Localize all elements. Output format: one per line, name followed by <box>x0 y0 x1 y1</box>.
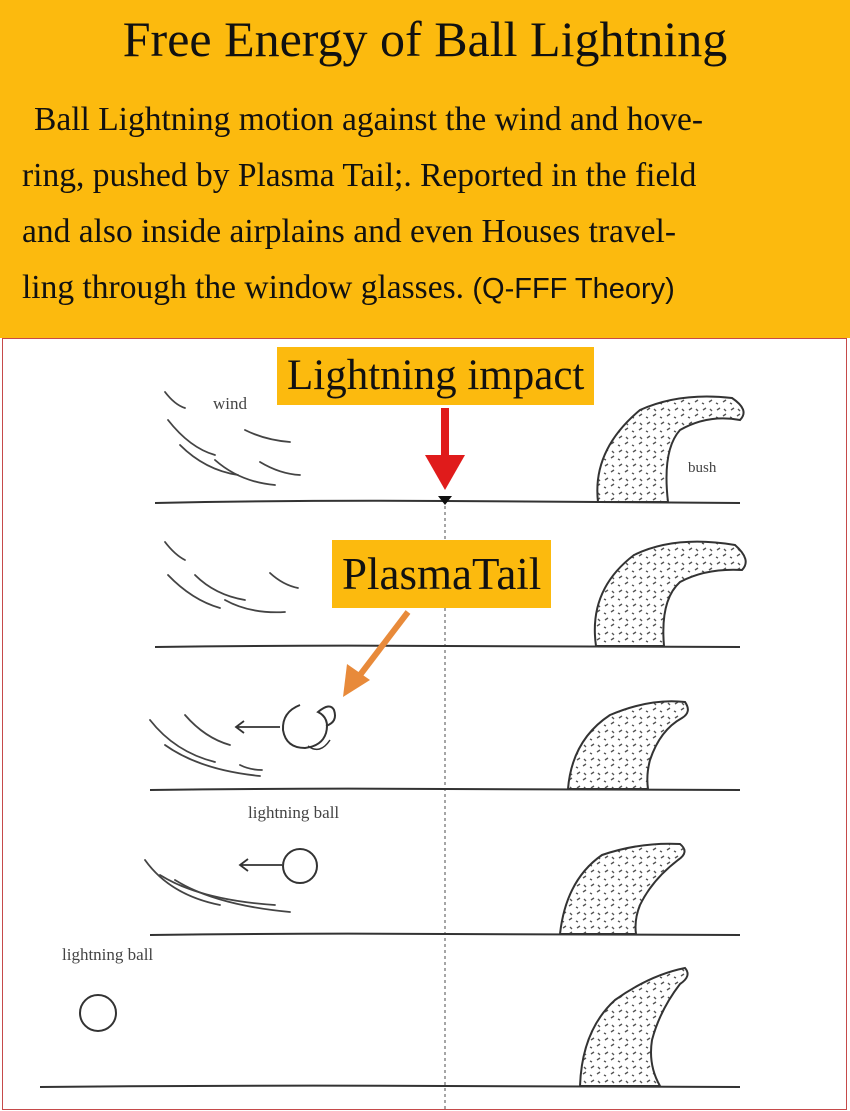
bush-5 <box>578 966 689 1087</box>
lightning-impact-callout: Lightning impact <box>277 347 595 405</box>
page-title: Free Energy of Ball Lightning <box>122 11 728 67</box>
description-line-4-text: ling through the window glasses. <box>22 269 464 306</box>
motion-arrows <box>234 720 282 872</box>
diagram-frame <box>2 338 847 1110</box>
bush-3 <box>566 700 689 790</box>
ground-line-3 <box>149 787 741 791</box>
lightning-ball-label-1: lightning ball <box>248 803 339 822</box>
plasma-tail-callout: PlasmaTail <box>332 540 552 608</box>
lightning-ball-label-2: lightning ball <box>62 945 153 964</box>
description-line-1: Ball Lightning motion against the wind a… <box>34 101 703 138</box>
description: Ball Lightning motion against the wind a… <box>22 92 830 317</box>
bushes <box>558 395 747 1087</box>
bush-2 <box>593 540 747 647</box>
wind-label: wind <box>213 394 248 413</box>
bush-4 <box>558 842 686 935</box>
theory-label: (Q-FFF Theory) <box>472 273 675 305</box>
bush-label: bush <box>688 460 717 476</box>
plasma-tail-arrow <box>343 610 411 697</box>
lightning-ball-4 <box>282 848 318 884</box>
ball-with-tail <box>281 704 336 751</box>
impact-arrow <box>425 408 465 490</box>
lightning-ball-5 <box>79 994 117 1032</box>
description-line-2: ring, pushed by Plasma Tail;. Reported i… <box>22 157 697 194</box>
description-line-4: ling through the window glasses. (Q-FFF … <box>22 260 830 317</box>
bush-1 <box>596 395 745 503</box>
impact-point <box>438 496 452 505</box>
wind-strokes <box>144 391 301 913</box>
header-banner: Free Energy of Ball Lightning Ball Light… <box>0 0 850 338</box>
description-line-3: and also inside airplains and even House… <box>22 213 676 250</box>
ground-line-4 <box>149 932 741 936</box>
